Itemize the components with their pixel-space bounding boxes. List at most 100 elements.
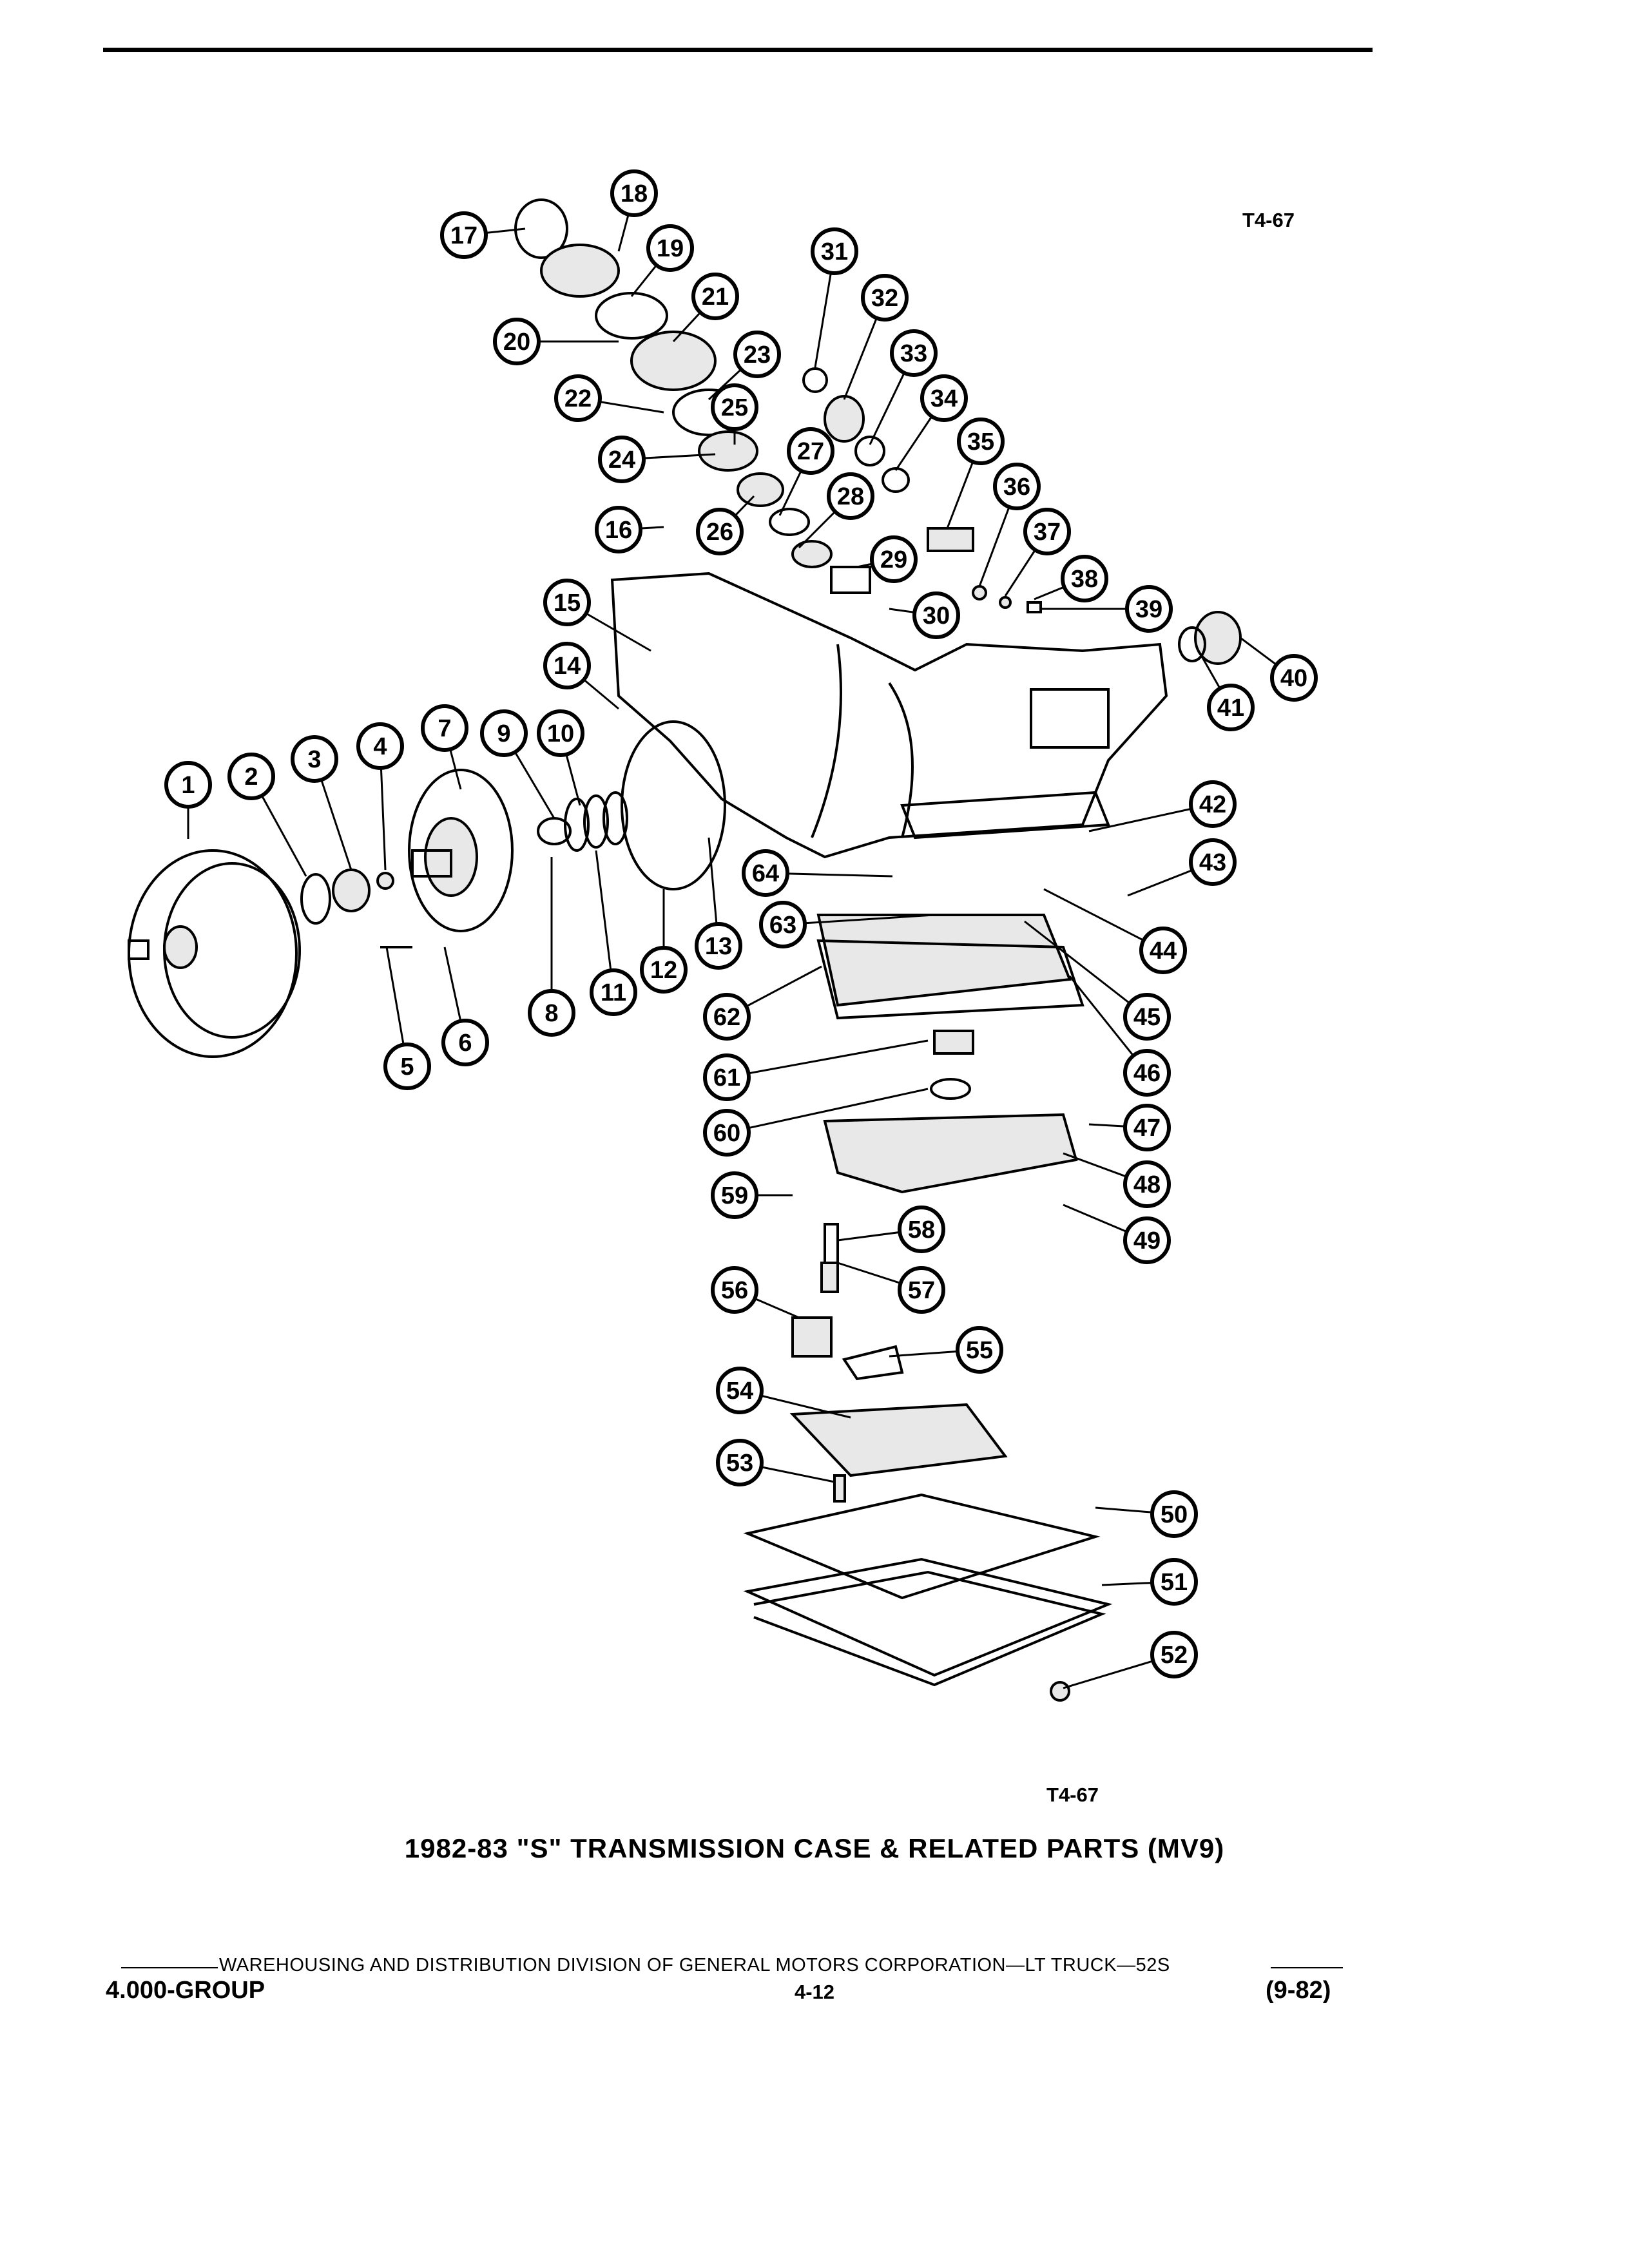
oil-pump	[408, 769, 514, 932]
callout-label-25: 25	[721, 394, 748, 421]
footer-page-number: 4-12	[794, 1981, 835, 2003]
callout-label-20: 20	[503, 329, 530, 356]
callout-43: 43	[1189, 838, 1237, 886]
callout-label-38: 38	[1071, 566, 1098, 593]
callout-24: 24	[598, 436, 646, 483]
callout-21: 21	[691, 273, 739, 320]
callout-label-36: 36	[1003, 474, 1030, 501]
callout-label-60: 60	[713, 1120, 740, 1147]
callout-33: 33	[890, 329, 938, 377]
callout-label-9: 9	[497, 720, 510, 747]
callout-label-10: 10	[547, 720, 574, 747]
callout-label-18: 18	[621, 180, 648, 207]
callout-4: 4	[356, 722, 404, 770]
callout-7: 7	[421, 704, 468, 752]
callout-label-27: 27	[797, 438, 824, 465]
callout-label-37: 37	[1034, 519, 1061, 546]
callout-54: 54	[716, 1367, 764, 1414]
callout-49: 49	[1123, 1216, 1171, 1264]
callout-32: 32	[861, 274, 909, 322]
footer-group: 4.000-GROUP	[106, 1977, 265, 2004]
callout-label-49: 49	[1133, 1227, 1161, 1254]
callout-11: 11	[590, 968, 637, 1016]
callout-label-4: 4	[373, 733, 387, 760]
callout-56: 56	[711, 1266, 758, 1314]
callout-label-46: 46	[1133, 1060, 1161, 1087]
callout-51: 51	[1150, 1558, 1198, 1606]
footer-date: (9-82)	[1266, 1977, 1331, 2004]
callout-label-19: 19	[657, 235, 684, 262]
callout-label-16: 16	[605, 517, 632, 544]
callout-52: 52	[1150, 1631, 1198, 1678]
leader-line-60	[726, 1088, 929, 1134]
callout-3: 3	[291, 735, 338, 783]
callout-label-42: 42	[1199, 791, 1226, 818]
callout-label-63: 63	[769, 912, 796, 939]
callout-40: 40	[1270, 654, 1318, 702]
callout-label-64: 64	[752, 860, 779, 887]
callout-label-31: 31	[821, 238, 848, 265]
callout-label-14: 14	[554, 653, 581, 680]
callout-6: 6	[441, 1019, 489, 1066]
callout-label-56: 56	[721, 1277, 748, 1304]
callout-label-59: 59	[721, 1182, 748, 1209]
callout-label-2: 2	[244, 764, 258, 791]
callout-27: 27	[787, 427, 834, 475]
callout-5: 5	[383, 1043, 431, 1090]
callout-label-55: 55	[966, 1337, 993, 1364]
callout-23: 23	[733, 331, 781, 378]
callout-55: 55	[956, 1326, 1003, 1374]
callout-60: 60	[703, 1109, 751, 1157]
callout-37: 37	[1023, 508, 1071, 555]
figure-caption: 1982-83 "S" TRANSMISSION CASE & RELATED …	[404, 1833, 1225, 1863]
callout-29: 29	[870, 535, 918, 583]
callout-label-3: 3	[307, 746, 321, 773]
callout-13: 13	[695, 922, 742, 970]
callout-35: 35	[957, 418, 1005, 465]
callout-label-17: 17	[450, 222, 477, 249]
callout-44: 44	[1139, 927, 1187, 974]
callout-31: 31	[811, 227, 858, 275]
callout-47: 47	[1123, 1104, 1171, 1151]
callout-label-24: 24	[608, 447, 635, 474]
callout-53: 53	[716, 1439, 764, 1486]
callout-20: 20	[493, 318, 541, 365]
callout-label-11: 11	[601, 979, 626, 1006]
callout-28: 28	[827, 472, 874, 520]
callout-label-6: 6	[458, 1030, 472, 1057]
callout-12: 12	[640, 946, 688, 994]
callout-label-34: 34	[930, 385, 958, 412]
callout-label-54: 54	[726, 1378, 753, 1405]
callout-63: 63	[759, 901, 807, 948]
callout-label-29: 29	[880, 546, 907, 573]
callout-label-51: 51	[1161, 1569, 1188, 1596]
callout-50: 50	[1150, 1490, 1198, 1538]
callout-30: 30	[912, 591, 960, 639]
callout-label-1: 1	[181, 772, 195, 799]
leader-line-63	[782, 914, 935, 926]
callout-48: 48	[1123, 1160, 1171, 1208]
callout-label-30: 30	[923, 602, 950, 629]
callout-14: 14	[543, 642, 591, 689]
callout-57: 57	[898, 1266, 945, 1314]
callout-58: 58	[898, 1206, 945, 1253]
callout-45: 45	[1123, 993, 1171, 1041]
callout-38: 38	[1061, 555, 1108, 602]
callout-61: 61	[703, 1053, 751, 1101]
callout-label-33: 33	[900, 340, 927, 367]
callout-label-13: 13	[705, 933, 732, 960]
callout-19: 19	[646, 224, 694, 272]
valve-body	[816, 914, 1084, 1194]
callout-label-47: 47	[1133, 1115, 1161, 1142]
callout-label-22: 22	[564, 385, 592, 412]
callout-label-45: 45	[1133, 1004, 1161, 1031]
callout-25: 25	[711, 383, 758, 431]
callout-label-48: 48	[1133, 1171, 1161, 1198]
callout-64: 64	[742, 849, 789, 897]
leader-line-45	[1024, 920, 1148, 1018]
callout-16: 16	[595, 506, 642, 553]
callout-9: 9	[480, 709, 528, 757]
callout-label-44: 44	[1150, 937, 1177, 965]
callout-label-8: 8	[545, 1000, 558, 1027]
